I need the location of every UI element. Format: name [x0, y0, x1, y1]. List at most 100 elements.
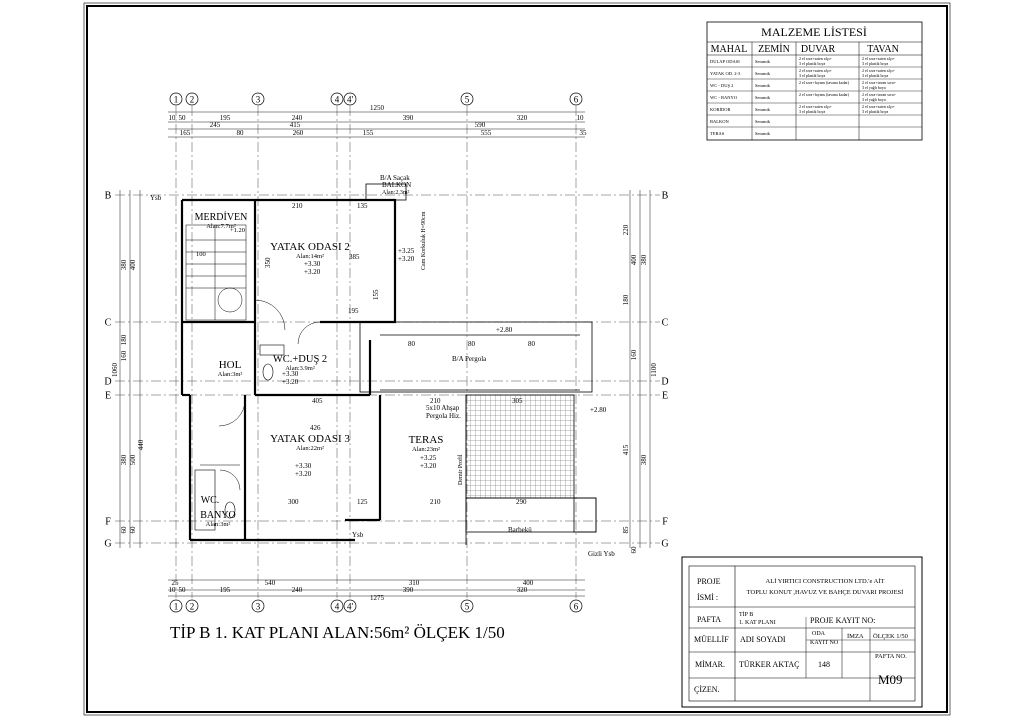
room-name: YATAK ODASI 2 — [270, 241, 350, 253]
materials-rows: DULAP ODASI Seramik 2 el sıva+saten alçı+ 3… — [710, 56, 897, 136]
axis-bubble — [569, 92, 583, 106]
dimension-text: 220 — [622, 224, 630, 235]
dimension-text: 50 — [179, 114, 187, 122]
inner-dim-6: 195 — [348, 307, 359, 315]
dimension-text: 240 — [292, 114, 303, 122]
materials-row-tavan: 2 el sıva+saten alçı+ — [862, 56, 896, 61]
dimension-text: 500 — [129, 454, 137, 465]
inner-dim-8: 125 — [357, 498, 368, 506]
inner-dim-1: 210 — [292, 202, 303, 210]
materials-row-mahal: TERAS — [710, 131, 725, 136]
axis-bubble — [169, 599, 183, 613]
materials-row-duvar: 2 el sıva+fayans (tavana kadar) — [799, 92, 850, 97]
level-mark-12: +3.30 — [282, 370, 299, 378]
title-muellif-name: ADI SOYADI — [740, 635, 786, 644]
title-oda-kayit-label: KAYIT NO — [810, 640, 839, 646]
axis-bubble — [251, 92, 265, 106]
materials-row-tavan-2: 3 el yağlı boya — [862, 85, 886, 90]
sheet-title: TİP B 1. KAT PLANI ALAN:56m² ÖLÇEK 1/50 — [170, 623, 505, 642]
title-olcek: ÖLÇEK 1/50 — [873, 633, 908, 640]
dimension-text: 260 — [293, 129, 304, 137]
stair-treads — [185, 224, 247, 321]
materials-row-zemin: Seramik — [755, 83, 771, 88]
axis-label: C — [105, 318, 112, 329]
title-pafta-no-label: PAFTA NO. — [875, 653, 907, 660]
dimension-text: 440 — [137, 439, 145, 450]
axis-label: 1 — [174, 602, 179, 612]
dimension-text: 380 — [640, 254, 648, 265]
dimension-text: 380 — [120, 259, 128, 270]
inner-dim-9: 426 — [310, 424, 321, 432]
dimension-text: 240 — [292, 586, 303, 594]
dimension-text: 245 — [210, 121, 221, 129]
axis-bubble — [185, 599, 199, 613]
dimension-text: 390 — [403, 586, 414, 594]
title-kayit-label: PROJE KAYIT NO: — [810, 616, 875, 625]
dimension-text: 160 — [120, 350, 128, 361]
axis-bubble — [460, 599, 474, 613]
inner-dim-10: 405 — [312, 397, 323, 405]
level-mark-3: +3.25 — [398, 247, 415, 255]
dimension-text: 60 — [120, 526, 128, 534]
room-area: Alan:3m² — [218, 371, 243, 378]
title-proje-label: PROJE — [697, 577, 721, 586]
axis-bubble — [343, 599, 357, 613]
materials-row-duvar: 2 el sıva+fayans (tavana kadar) — [799, 80, 850, 85]
dimension-text: 35 — [580, 129, 588, 137]
room-name: WC.+DUŞ 2 — [273, 354, 327, 365]
inner-dim-7: 300 — [288, 498, 299, 506]
materials-row-duvar-2: 3 el plastik boya — [799, 109, 826, 114]
title-cizen-label: ÇİZEN. — [694, 685, 720, 694]
title-block: PROJE İSMİ : ALİ YIRTICI CONSTRUCTION LT… — [681, 556, 923, 708]
materials-row-tavan-2: 3 el plastik boya — [862, 109, 889, 114]
materials-row-tavan-2: 3 el plastik boya — [862, 73, 889, 78]
axis-bubble — [169, 92, 183, 106]
axis-label: 6 — [574, 602, 579, 612]
sheet-border — [86, 5, 948, 713]
dimension-text: 320 — [517, 586, 528, 594]
materials-row-zemin: Seramik — [755, 107, 771, 112]
axis-label: 6 — [574, 95, 579, 105]
wood-pergola-label-2: Pergola Hiz. — [426, 412, 461, 420]
materials-header-zemin: ZEMİN — [758, 43, 790, 55]
title-mimar-no: 148 — [818, 660, 830, 669]
room-name: MERDİVEN — [195, 211, 248, 223]
level-mark-2: +3.20 — [304, 268, 321, 276]
room-area: Alan:7.7m² — [206, 223, 236, 230]
level-mark-5: +2.80 — [496, 326, 513, 334]
room-area: Alan:22m² — [296, 445, 324, 452]
materials-row-mahal: BALKON — [710, 119, 729, 124]
axis-label: 4 — [335, 95, 340, 105]
materials-row-mahal: DULAP ODASI — [710, 59, 740, 64]
title-imza-label: İMZA — [847, 633, 864, 640]
demir-profil-label: Demir Profil — [457, 454, 464, 485]
level-mark-1: +3.30 — [304, 260, 321, 268]
title-mimar-label: MİMAR. — [695, 660, 725, 669]
materials-row-mahal: YATAK OD. 2-3 — [710, 71, 741, 76]
dimension-text: 1100 — [650, 363, 658, 377]
cam-korkuluk-label: Cam Korkuluk H=90cm — [421, 211, 427, 270]
axis-label: B — [105, 191, 112, 202]
room-name: YATAK ODASI 3 — [270, 433, 350, 445]
axis-label: F — [105, 517, 111, 528]
dimension-text: 380 — [640, 454, 648, 465]
materials-row-zemin: Seramik — [755, 59, 771, 64]
dimension-text: 1275 — [370, 594, 385, 602]
dimension-text: 555 — [481, 129, 492, 137]
level-mark-10: +3.20 — [295, 470, 312, 478]
balcony-label: BALKON — [382, 181, 411, 189]
dimension-text: 195 — [220, 586, 231, 594]
dimension-text: 590 — [475, 121, 486, 129]
materials-row-tavan: 2 el sıva+tavan sıva+ — [862, 92, 897, 97]
materials-row-mahal: WC - BANYO — [710, 95, 738, 100]
room-name: HOL — [219, 359, 242, 371]
inner-dim-13: 80 — [408, 340, 416, 348]
dimension-text: 195 — [220, 114, 231, 122]
dimension-text: 390 — [403, 114, 414, 122]
axis-label: E — [662, 391, 668, 402]
inner-dim-5: 155 — [372, 289, 380, 300]
level-mark-13: +3.20 — [282, 378, 299, 386]
